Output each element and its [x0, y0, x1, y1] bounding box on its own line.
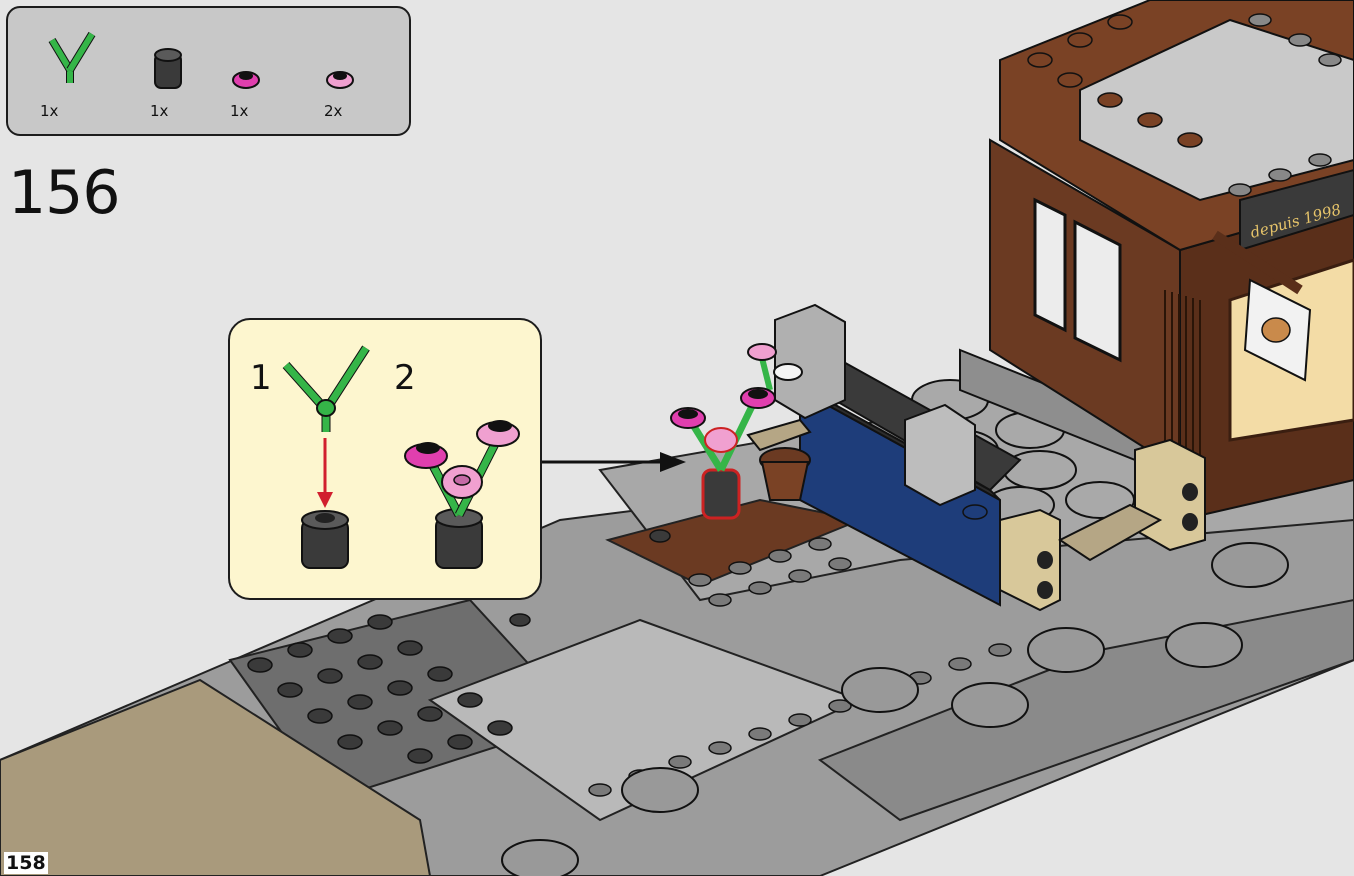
part-item: 2x [324, 28, 384, 92]
part-qty: 1x [150, 102, 168, 120]
pink-flower-icon [324, 28, 364, 92]
part-qty: 1x [40, 102, 58, 120]
part-qty: 1x [230, 102, 248, 120]
callout-illustration [230, 320, 540, 598]
substep-callout: 1 2 [228, 318, 542, 600]
step-number: 156 [8, 158, 120, 228]
part-item: 1x [40, 28, 100, 92]
magenta-flower-icon [230, 28, 270, 92]
part-qty: 2x [324, 102, 342, 120]
parts-list: 1x 1x 1x 2x [6, 6, 411, 136]
building-window [1035, 200, 1065, 330]
part-item: 1x [230, 28, 290, 92]
assembled-flower-icon [405, 420, 519, 568]
green-plant-stem-icon [286, 348, 366, 432]
black-round-brick-icon [302, 511, 348, 568]
part-item: 1x [150, 28, 210, 92]
black-round-brick-icon [150, 28, 190, 92]
page-number: 158 [4, 852, 48, 874]
green-plant-stem-icon [40, 28, 100, 92]
